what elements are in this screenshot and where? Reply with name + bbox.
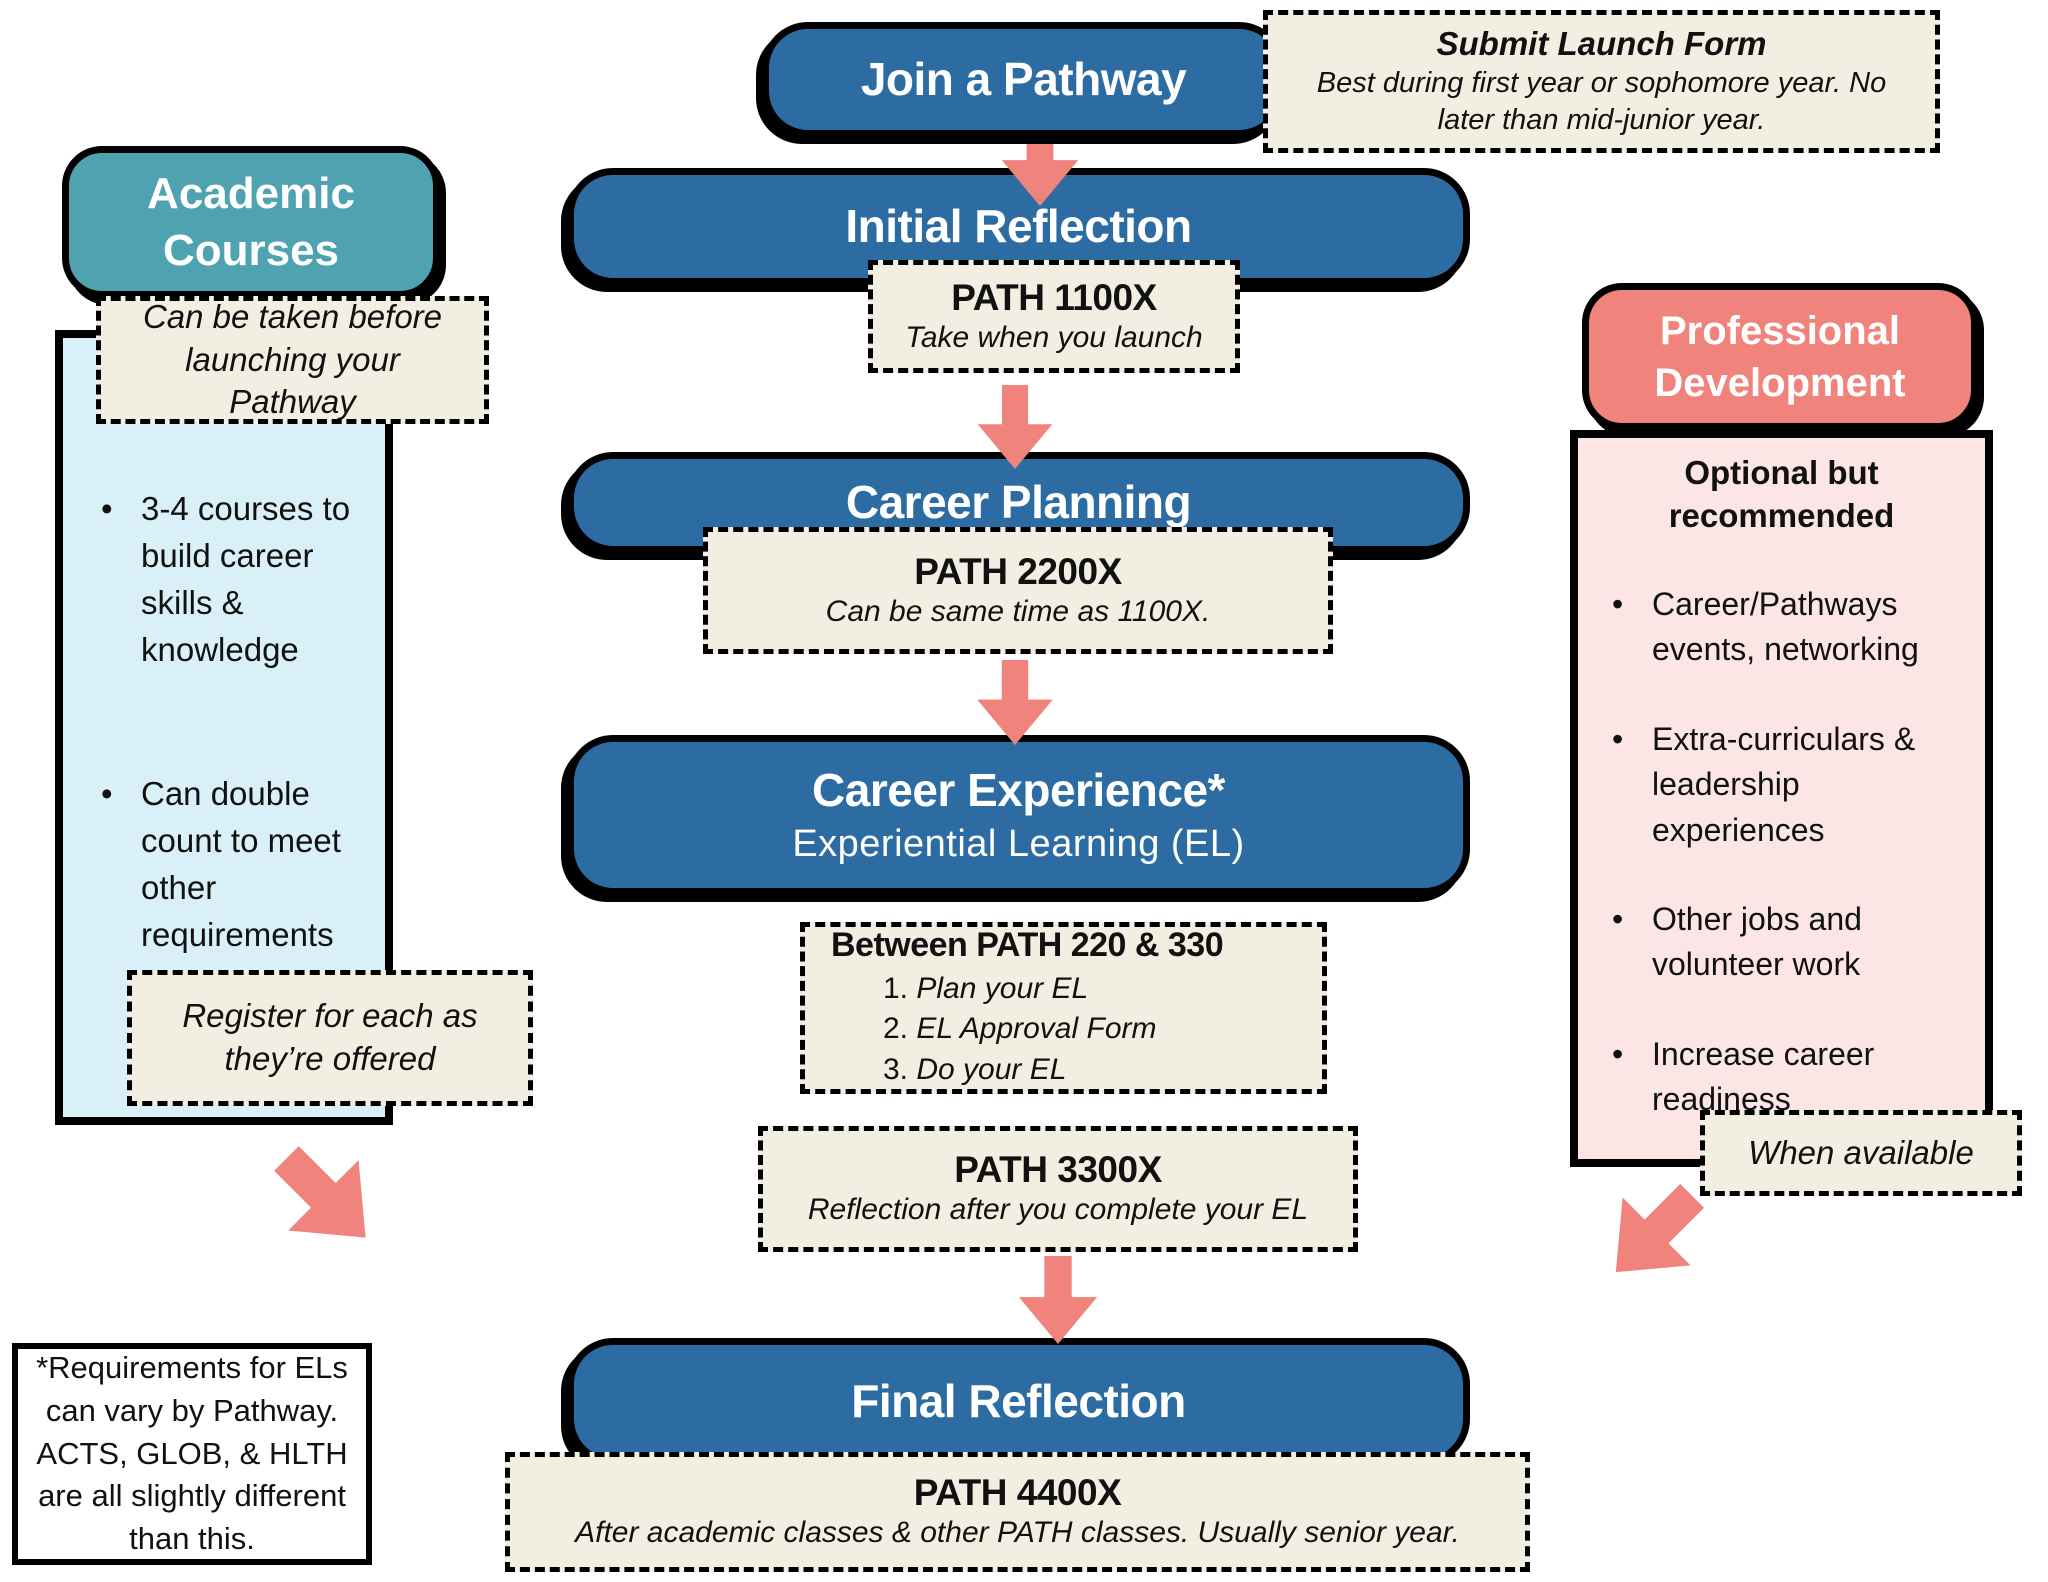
path-1100x-note: PATH 1100X Take when you launch [868,260,1240,373]
academic-courses-bullets: • 3-4 courses to build career skills & k… [63,338,385,959]
bullet-text: Can double count to meet other requireme… [141,775,341,954]
professional-development-panel: Optional but recommended • Career/Pathwa… [1570,430,1993,1167]
arrow-down-icon [973,660,1057,745]
bullet-text: Increase career readiness [1652,1035,1875,1118]
list-item: • Other jobs and volunteer work [1612,897,1965,988]
list-item: • 3-4 courses to build career skills & k… [101,486,367,673]
career-planning-label: Career Planning [845,476,1192,529]
arrow-down-right-icon [247,1119,405,1277]
bullet-text: Career/Pathways events, networking [1652,585,1919,668]
bullet-text: 3-4 courses to build career skills & kno… [141,490,351,668]
bullet-text: Extra-curriculars & leadership experienc… [1652,720,1916,848]
academic-courses-note: Can be taken before launching your Pathw… [96,296,489,424]
path-1100x-course: PATH 1100X [951,276,1157,318]
arrow-down-icon [973,385,1057,469]
final-reflection-box: Final Reflection [567,1338,1470,1465]
between-path-steps: 1. Plan your EL 2. EL Approval Form 3. D… [883,969,1156,1091]
when-available-text: When available [1748,1133,1974,1171]
between-step-3: 3. Do your EL [883,1050,1156,1091]
path-2200x-note: PATH 2200X Can be same time as 1100X. [703,527,1333,654]
join-pathway-box: Join a Pathway [762,22,1285,137]
list-item: • Career/Pathways events, networking [1612,582,1965,673]
path-3300x-course: PATH 3300X [954,1149,1162,1191]
path-4400x-note: PATH 4400X After academic classes & othe… [505,1452,1530,1572]
step-number: 1. [883,971,909,1005]
register-note: Register for each as they’re offered [127,970,533,1106]
final-reflection-label: Final Reflection [851,1375,1186,1428]
path-2200x-body: Can be same time as 1100X. [825,594,1211,628]
path-3300x-note: PATH 3300X Reflection after you complete… [758,1126,1358,1252]
path-3300x-body: Reflection after you complete your EL [807,1193,1309,1227]
step-number: 2. [883,1012,909,1046]
list-item: • Increase career readiness [1612,1032,1965,1123]
between-path-note: Between PATH 220 & 330 1. Plan your EL 2… [800,922,1327,1094]
el-requirements-footnote: *Requirements for ELs can vary by Pathwa… [12,1343,372,1565]
academic-courses-note-text: Can be taken before launching your Pathw… [142,297,443,421]
between-step-2: 2. EL Approval Form [883,1009,1156,1050]
step-text: EL Approval Form [916,1012,1157,1046]
bullet-dot-icon: • [1612,720,1624,757]
professional-development-box: Professional Development [1582,283,1978,430]
initial-reflection-label: Initial Reflection [845,200,1192,253]
step-text: Plan your EL [916,971,1089,1005]
professional-development-heading: Optional but recommended [1668,454,1895,534]
when-available-note: When available [1700,1110,2022,1196]
bullet-text: Other jobs and volunteer work [1652,900,1862,983]
professional-development-title: Professional Development [1654,308,1906,405]
list-item: • Can double count to meet other require… [101,771,367,958]
join-pathway-label: Join a Pathway [860,53,1187,106]
academic-courses-box: Academic Courses [62,146,440,298]
submit-launch-form-note: Submit Launch Form Best during first yea… [1263,10,1940,153]
between-step-1: 1. Plan your EL [883,969,1156,1010]
career-experience-box: Career Experience* Experiential Learning… [567,735,1470,895]
bullet-dot-icon: • [101,490,113,527]
professional-development-bullets: • Career/Pathways events, networking • E… [1578,582,1985,1123]
between-path-title: Between PATH 220 & 330 [831,925,1224,964]
arrow-down-icon [1016,1256,1100,1344]
step-text: Do your EL [916,1052,1067,1086]
career-experience-label: Career Experience* [812,764,1225,817]
el-requirements-footnote-text: *Requirements for ELs can vary by Pathwa… [36,1350,348,1557]
bullet-dot-icon: • [101,775,113,813]
submit-launch-form-title: Submit Launch Form [1436,25,1767,63]
register-note-text: Register for each as they’re offered [182,997,478,1077]
bullet-dot-icon: • [1612,585,1624,622]
bullet-dot-icon: • [1612,900,1624,937]
arrow-down-left-icon [1578,1158,1731,1311]
step-number: 3. [883,1052,909,1086]
academic-courses-title: Academic Courses [147,168,355,275]
list-item: • Extra-curriculars & leadership experie… [1612,717,1965,853]
path-1100x-body: Take when you launch [905,320,1203,354]
submit-launch-form-body: Best during first year or sophomore year… [1316,67,1887,136]
path-4400x-body: After academic classes & other PATH clas… [575,1516,1460,1550]
path-4400x-course: PATH 4400X [913,1472,1122,1514]
path-2200x-course: PATH 2200X [914,550,1122,592]
career-experience-sublabel: Experiential Learning (EL) [792,822,1245,865]
bullet-dot-icon: • [1612,1035,1624,1072]
arrow-down-icon [998,120,1082,206]
